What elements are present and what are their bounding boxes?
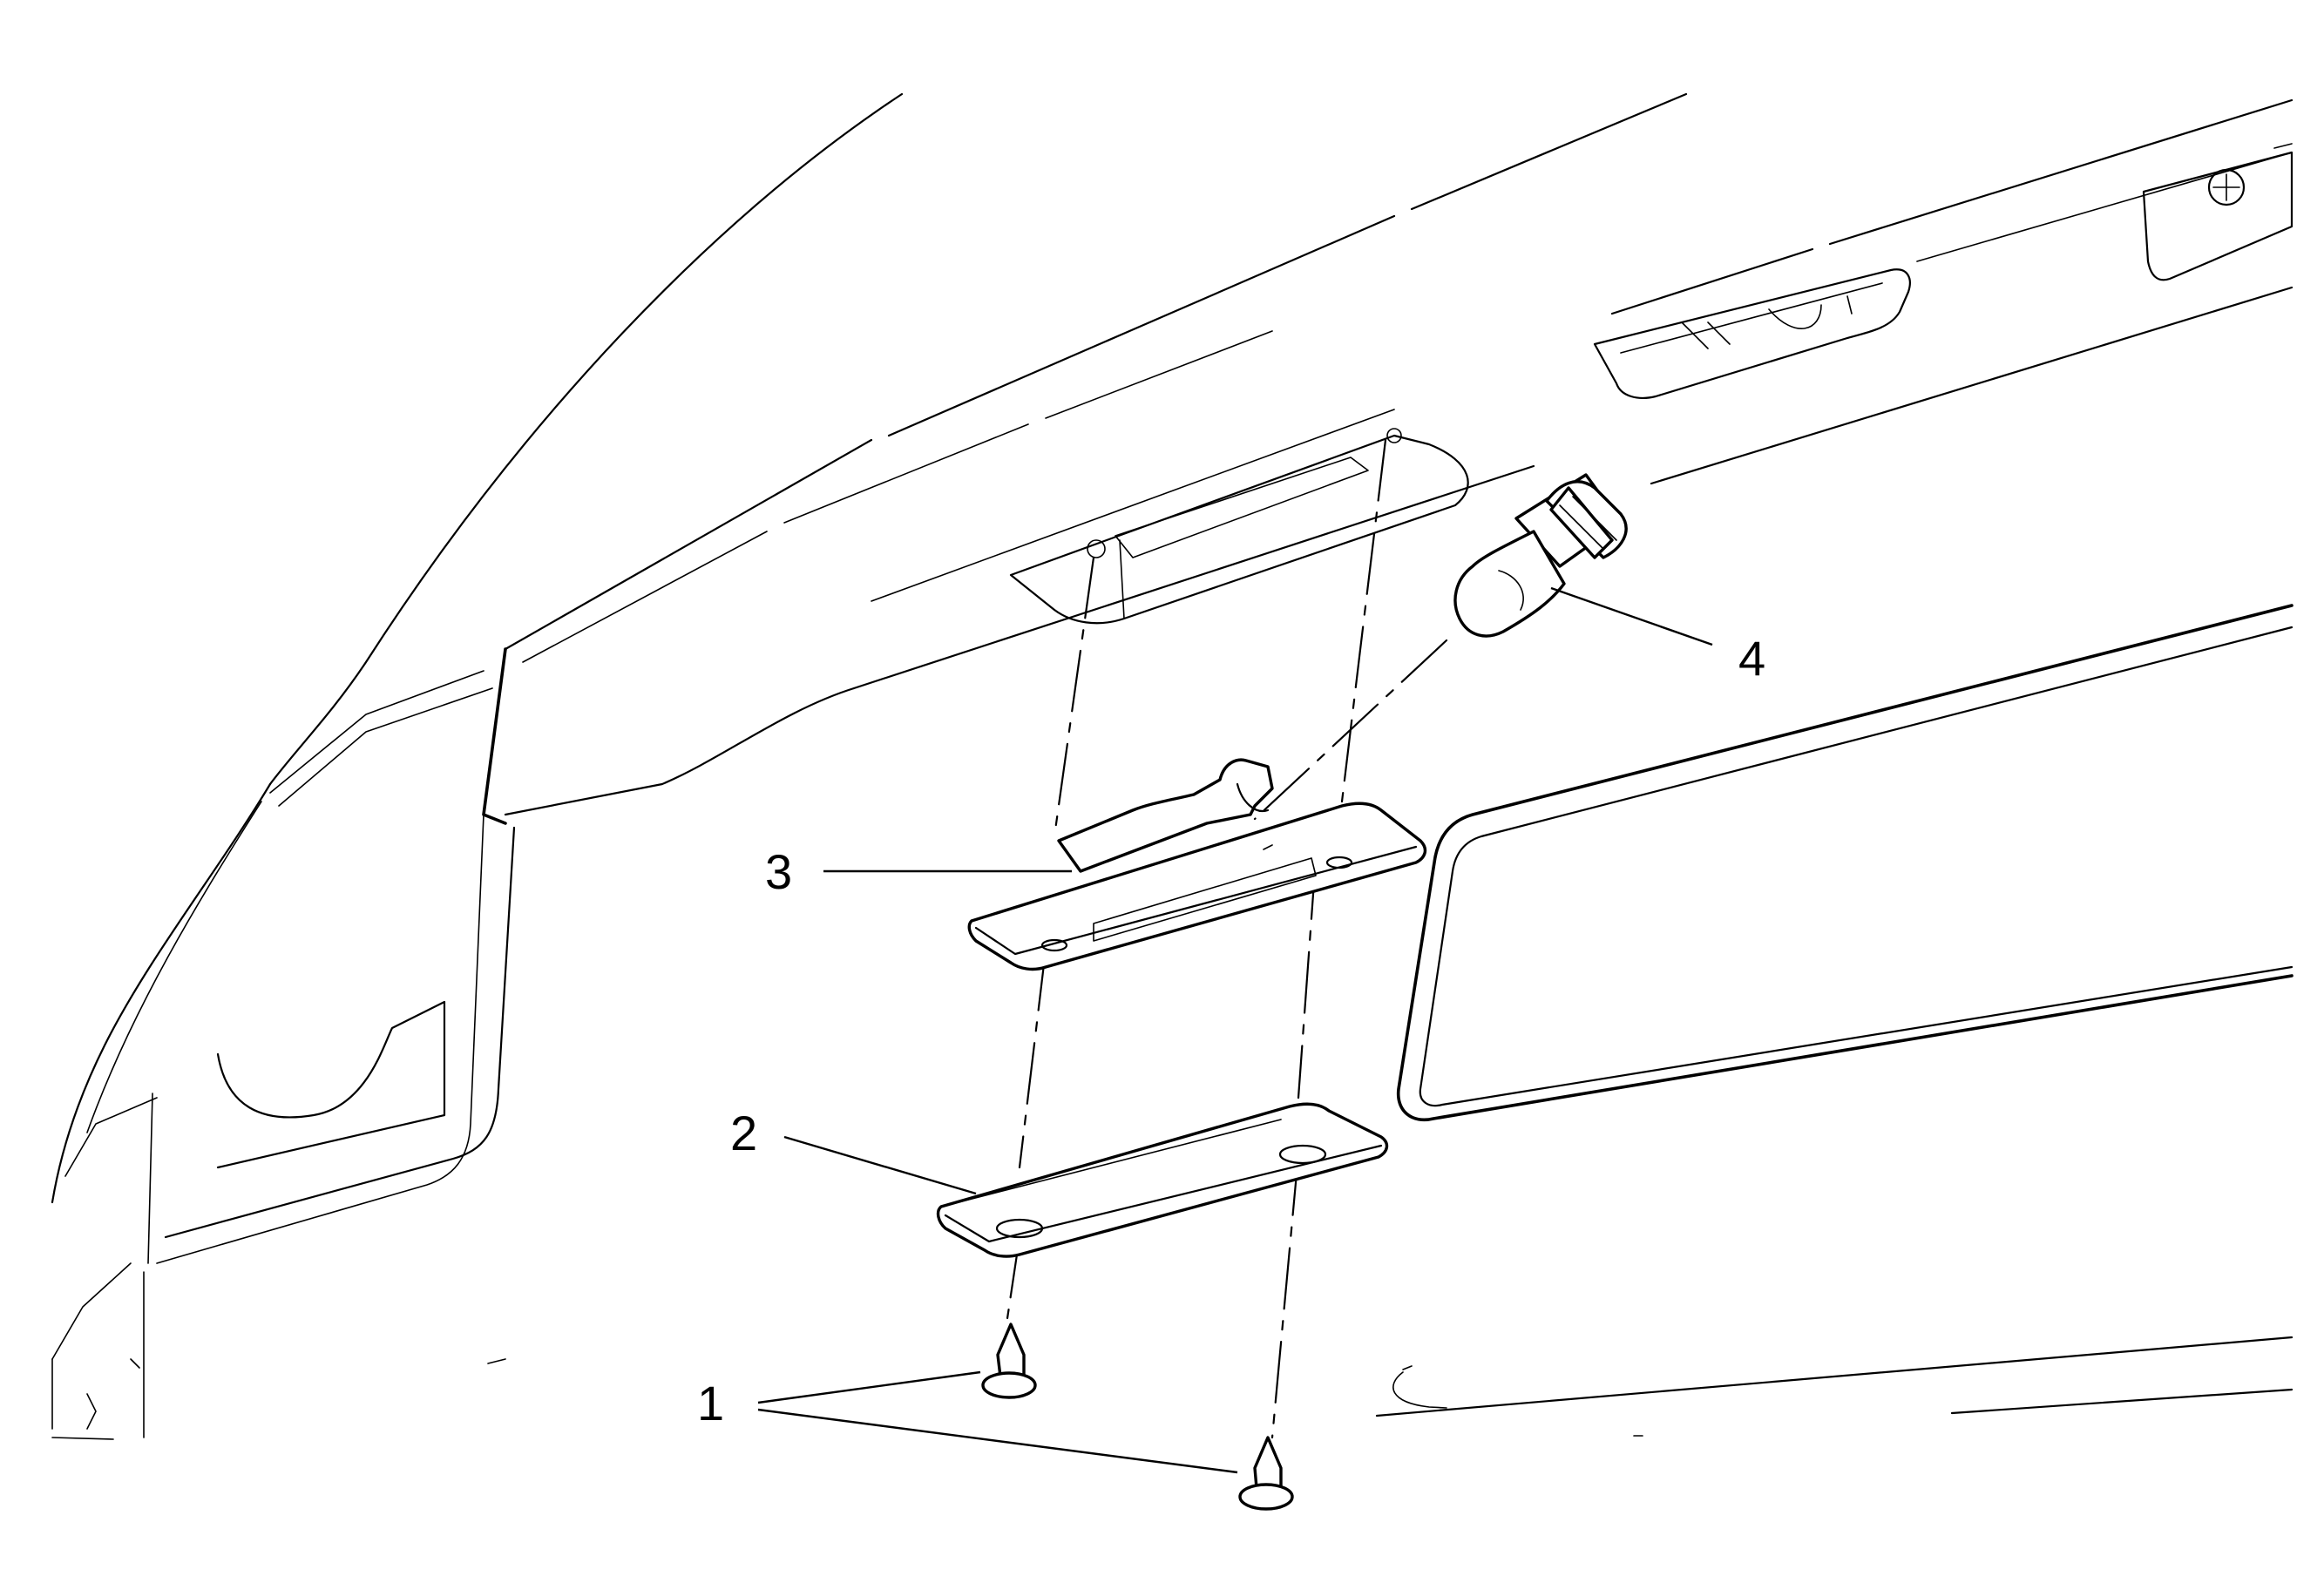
license-lamp-assembly-part bbox=[967, 758, 1427, 971]
push-pin-retainer-part bbox=[981, 1323, 1294, 1511]
callout-label-1: 1 bbox=[697, 1376, 724, 1431]
callout-labels: 1 2 3 4 bbox=[697, 631, 1765, 1431]
callout-label-4: 4 bbox=[1738, 631, 1765, 686]
license-lamp-gasket-part bbox=[936, 1102, 1389, 1258]
lamp-bulb-part bbox=[1453, 473, 1628, 638]
alignment-lines bbox=[1005, 438, 1448, 1439]
callout-label-2: 2 bbox=[730, 1106, 757, 1160]
vehicle-body-outline bbox=[51, 92, 2294, 1440]
callout-leaders bbox=[757, 586, 1713, 1474]
callout-label-3: 3 bbox=[765, 844, 792, 899]
